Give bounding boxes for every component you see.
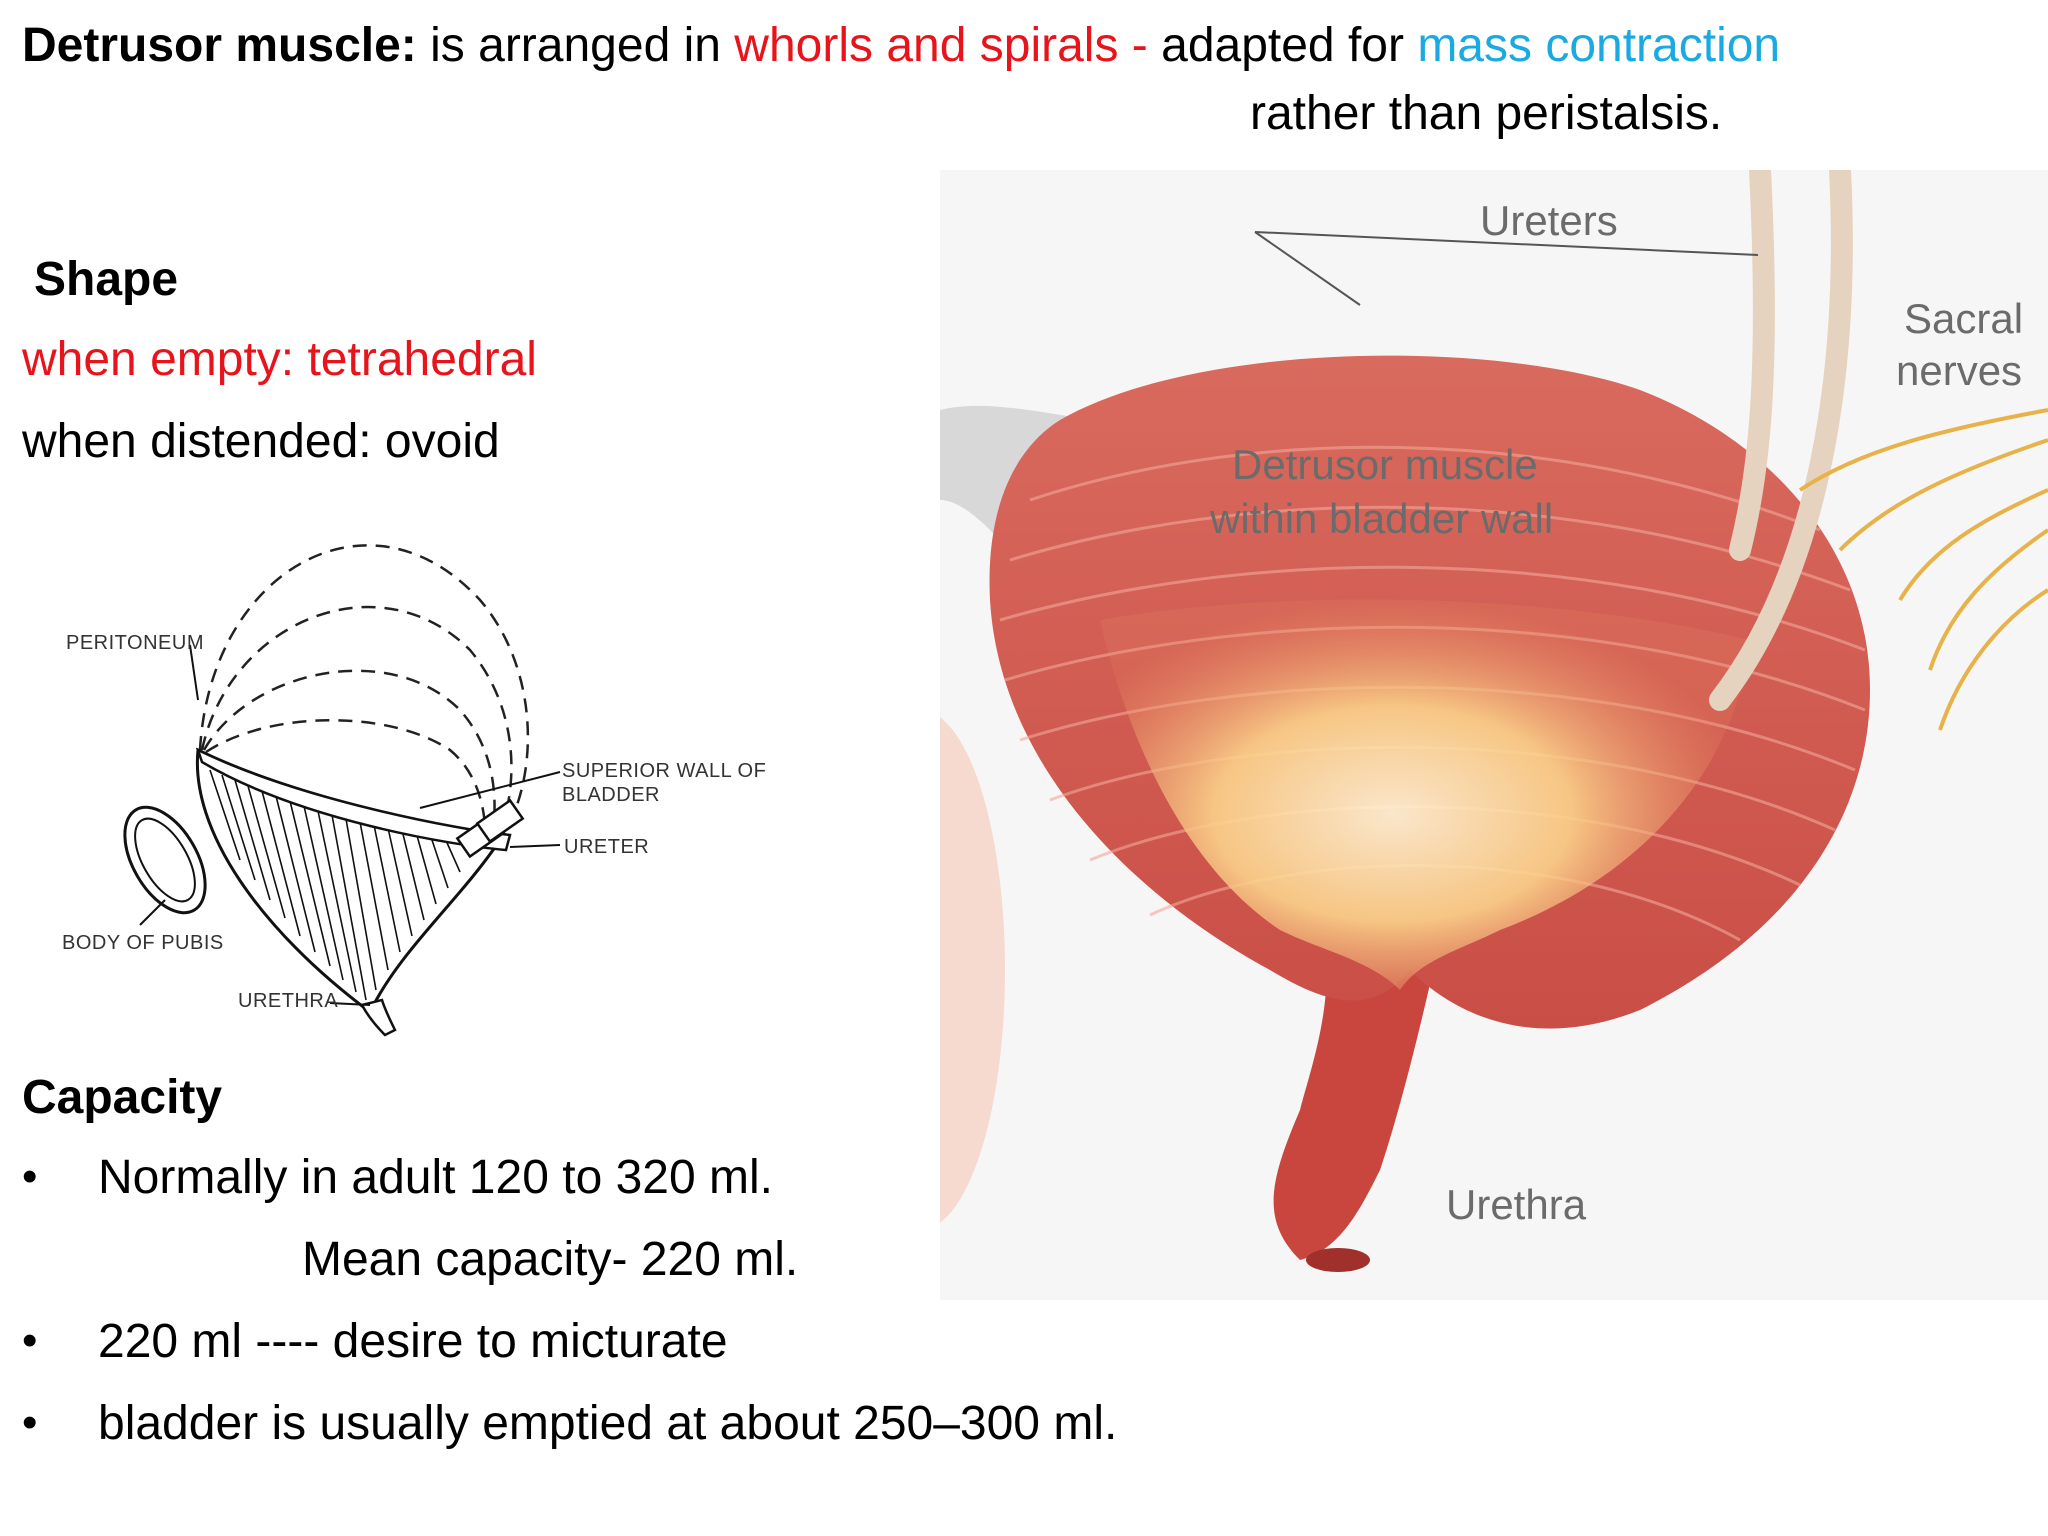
distension-outlines xyxy=(198,544,530,856)
urethra-tube xyxy=(1273,920,1440,1260)
label-urethra-large: Urethra xyxy=(1446,1181,1587,1228)
label-nerves: nerves xyxy=(1896,347,2023,394)
header-line-1: Detrusor muscle: is arranged in whorls a… xyxy=(22,18,1780,73)
capacity-item-4: bladder is usually emptied at about 250–… xyxy=(98,1397,1118,1450)
shape-empty: when empty: tetrahedral xyxy=(22,333,537,386)
label-body-of-pubis: BODY OF PUBIS xyxy=(62,932,224,954)
label-sacral: Sacral xyxy=(1904,295,2024,342)
header-line-2: rather than peristalsis. xyxy=(1250,87,1723,140)
muscle-hatching xyxy=(209,769,461,1001)
superior-wall-band xyxy=(195,747,512,852)
shape-heading: Shape xyxy=(34,253,179,306)
sacral-nerves xyxy=(1798,408,2048,731)
pubis-shape xyxy=(123,805,207,915)
ureters-shape xyxy=(1709,170,1853,711)
shape-distended: when distended: ovoid xyxy=(22,415,500,468)
header-highlight-red: whorls and spirals - xyxy=(734,19,1148,72)
ureter-shape xyxy=(455,798,525,859)
header-highlight-blue: mass contraction xyxy=(1417,19,1781,72)
bullet-2: • xyxy=(22,1316,38,1365)
header-text-1: is arranged in xyxy=(416,19,735,72)
detrusor-term: Detrusor muscle: xyxy=(22,19,417,72)
bladder-shape-diagram xyxy=(123,544,561,1037)
label-detrusor-1: Detrusor muscle xyxy=(1232,441,1538,488)
capacity-heading: Capacity xyxy=(22,1071,223,1124)
bullet-3: • xyxy=(22,1398,38,1447)
leader-lines xyxy=(139,644,561,1006)
capacity-item-1: Normally in adult 120 to 320 ml. xyxy=(98,1151,773,1204)
label-ureter: URETER xyxy=(564,836,650,858)
bullet-1: • xyxy=(22,1152,38,1201)
bladder-illustration xyxy=(940,170,2048,1300)
label-detrusor-2: within bladder wall xyxy=(1210,495,1554,542)
pubis-edge xyxy=(940,717,1005,1223)
urethra-shape xyxy=(360,998,397,1037)
capacity-item-2: Mean capacity- 220 ml. xyxy=(302,1233,799,1286)
label-superior-wall-2: BLADDER xyxy=(562,784,660,806)
label-superior-wall-1: SUPERIOR WALL OF xyxy=(562,760,767,782)
capacity-item-3: 220 ml ---- desire to micturate xyxy=(98,1315,728,1368)
label-peritoneum: PERITONEUM xyxy=(66,632,204,654)
label-ureters: Ureters xyxy=(1480,197,1618,244)
label-urethra-small: URETHRA xyxy=(238,990,339,1012)
bladder-interior-glow xyxy=(1100,599,1750,990)
header-text-2: adapted for xyxy=(1147,19,1418,72)
illustration-leaders xyxy=(1254,231,1759,306)
bladder-body-outline xyxy=(195,747,503,1015)
